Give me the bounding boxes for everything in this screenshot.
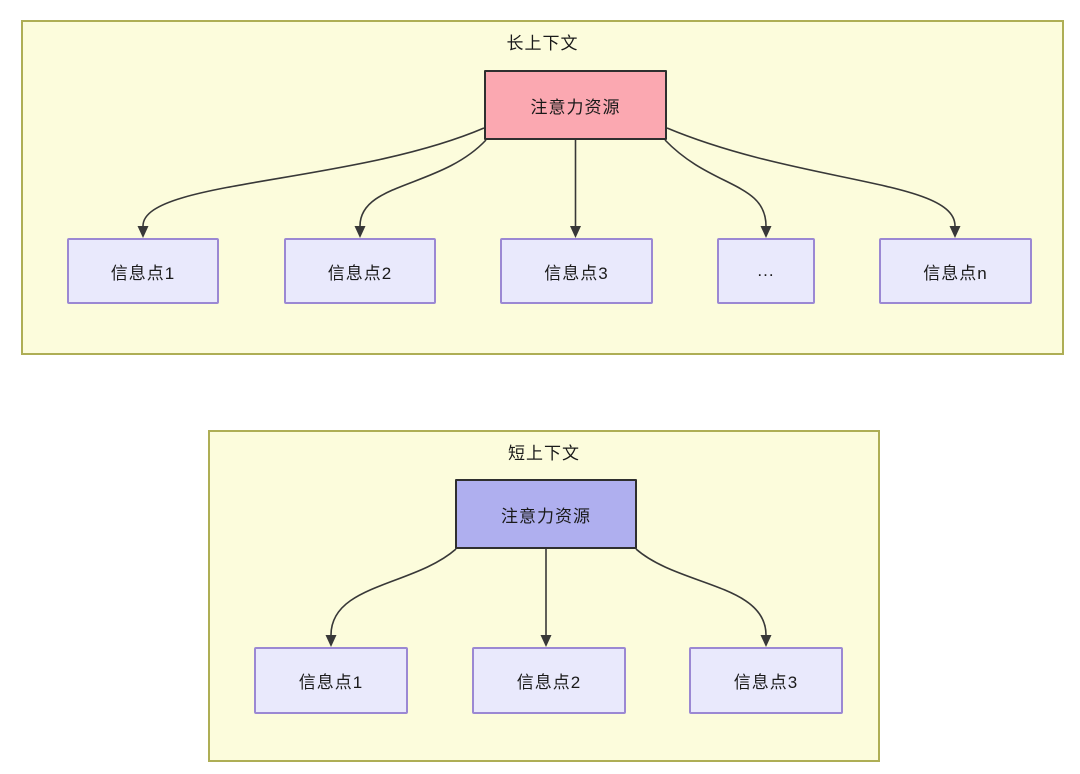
arrowhead-long-info-n-icon	[949, 226, 961, 238]
info-point-node-ellipsis: ...	[717, 238, 815, 304]
long-context-title: 长上下文	[506, 34, 579, 53]
info-point-node-n: 信息点n	[879, 238, 1032, 304]
short-context-title: 短上下文	[508, 444, 580, 463]
info-point-node-1: 信息点1	[254, 647, 408, 714]
arrowhead-short-info2-icon	[540, 635, 552, 647]
arrow-short-to-info1	[330, 548, 457, 636]
arrowhead-short-info1-icon	[325, 635, 337, 647]
attention-resource-node-long: 注意力资源	[484, 70, 667, 140]
arrowhead-long-info2-icon	[354, 226, 366, 238]
long-context-panel: 长上下文 注意力资源 信息点1 信息点2 信息点3 ... 信息点n	[21, 20, 1064, 355]
arrow-short-to-info3	[635, 548, 767, 636]
info-point-node-3: 信息点3	[689, 647, 843, 714]
info-point-node-3: 信息点3	[500, 238, 653, 304]
arrow-long-to-info-ellipsis	[664, 139, 767, 227]
arrowhead-long-info1-icon	[137, 226, 149, 238]
info-point-node-1: 信息点1	[67, 238, 219, 304]
info-point-node-2: 信息点2	[472, 647, 626, 714]
arrow-long-to-info2	[359, 139, 487, 227]
arrowhead-short-info3-icon	[760, 635, 772, 647]
arrow-long-to-info-n	[666, 127, 956, 227]
info-point-node-2: 信息点2	[284, 238, 436, 304]
arrowhead-long-info3-icon	[570, 226, 581, 238]
arrowhead-long-ellipsis-icon	[760, 226, 772, 238]
arrow-long-to-info1	[142, 127, 485, 227]
short-context-panel: 短上下文 注意力资源 信息点1 信息点2 信息点3	[208, 430, 880, 762]
attention-resource-node-short: 注意力资源	[455, 479, 637, 549]
